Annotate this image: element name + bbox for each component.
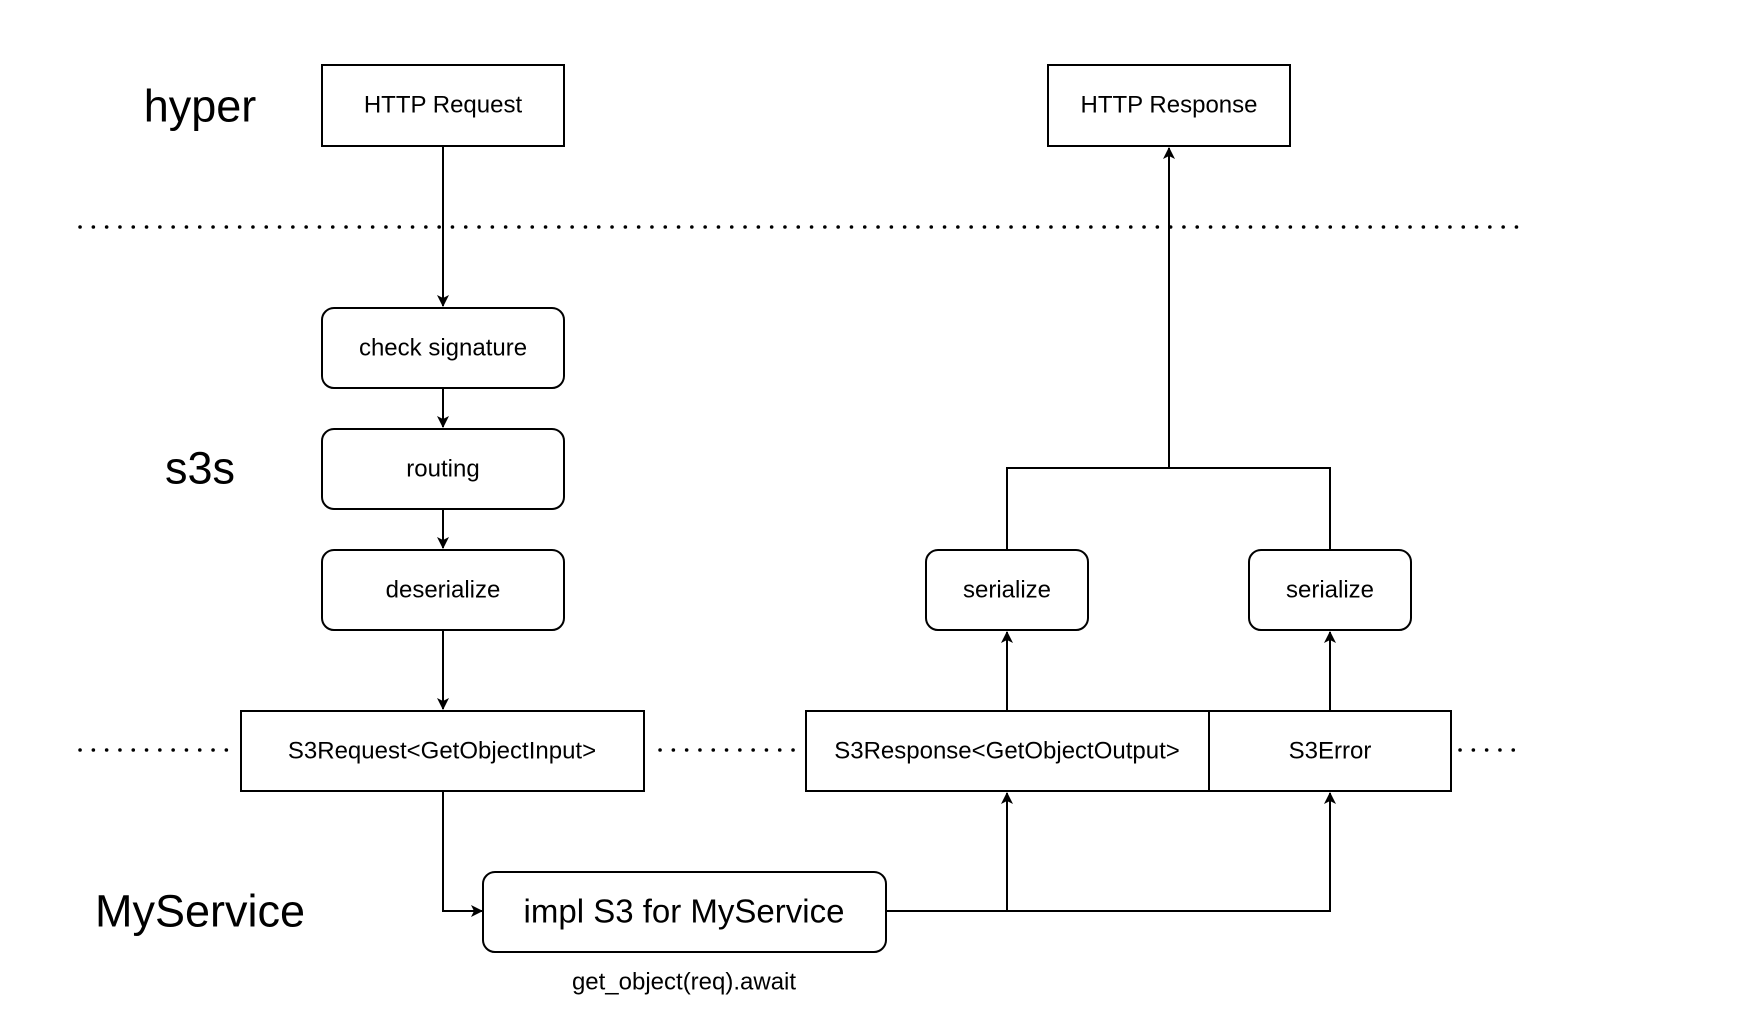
node-http-request: HTTP Request — [321, 64, 565, 147]
node-s3-request-label: S3Request<GetObjectInput> — [288, 738, 596, 765]
edge-impl-to-s3-error — [1007, 792, 1336, 912]
node-deserialize-label: deserialize — [386, 577, 501, 604]
edge-impl-to-s3-response — [887, 792, 1013, 912]
layer-label-hyper: hyper — [144, 81, 257, 132]
edge-serialize-error-merge — [1169, 467, 1331, 550]
node-s3-error-label: S3Error — [1289, 738, 1372, 765]
node-routing: routing — [321, 428, 565, 510]
node-s3-response: S3Response<GetObjectOutput> — [805, 710, 1210, 792]
node-routing-label: routing — [406, 456, 479, 483]
node-deserialize: deserialize — [321, 549, 565, 631]
node-check-signature-label: check signature — [359, 335, 527, 362]
node-impl-s3: impl S3 for MyService — [482, 871, 887, 953]
node-serialize-output-label: serialize — [963, 577, 1051, 604]
node-http-request-label: HTTP Request — [364, 92, 523, 119]
layer-label-s3s: s3s — [165, 443, 235, 494]
edge-serialize-output-merge — [1006, 467, 1169, 550]
node-serialize-error: serialize — [1248, 549, 1412, 631]
layer-label-myservice: MyService — [95, 886, 305, 937]
node-serialize-error-label: serialize — [1286, 577, 1374, 604]
node-serialize-output: serialize — [925, 549, 1089, 631]
node-http-response-label: HTTP Response — [1081, 92, 1258, 119]
node-s3-response-label: S3Response<GetObjectOutput> — [834, 738, 1180, 765]
node-s3-error: S3Error — [1208, 710, 1452, 792]
node-impl-s3-label: impl S3 for MyService — [524, 893, 845, 930]
edge-s3-request-to-impl — [442, 791, 483, 917]
node-http-response: HTTP Response — [1047, 64, 1291, 147]
node-s3-request: S3Request<GetObjectInput> — [240, 710, 645, 792]
node-check-signature: check signature — [321, 307, 565, 389]
call-annotation: get_object(req).await — [572, 969, 796, 996]
